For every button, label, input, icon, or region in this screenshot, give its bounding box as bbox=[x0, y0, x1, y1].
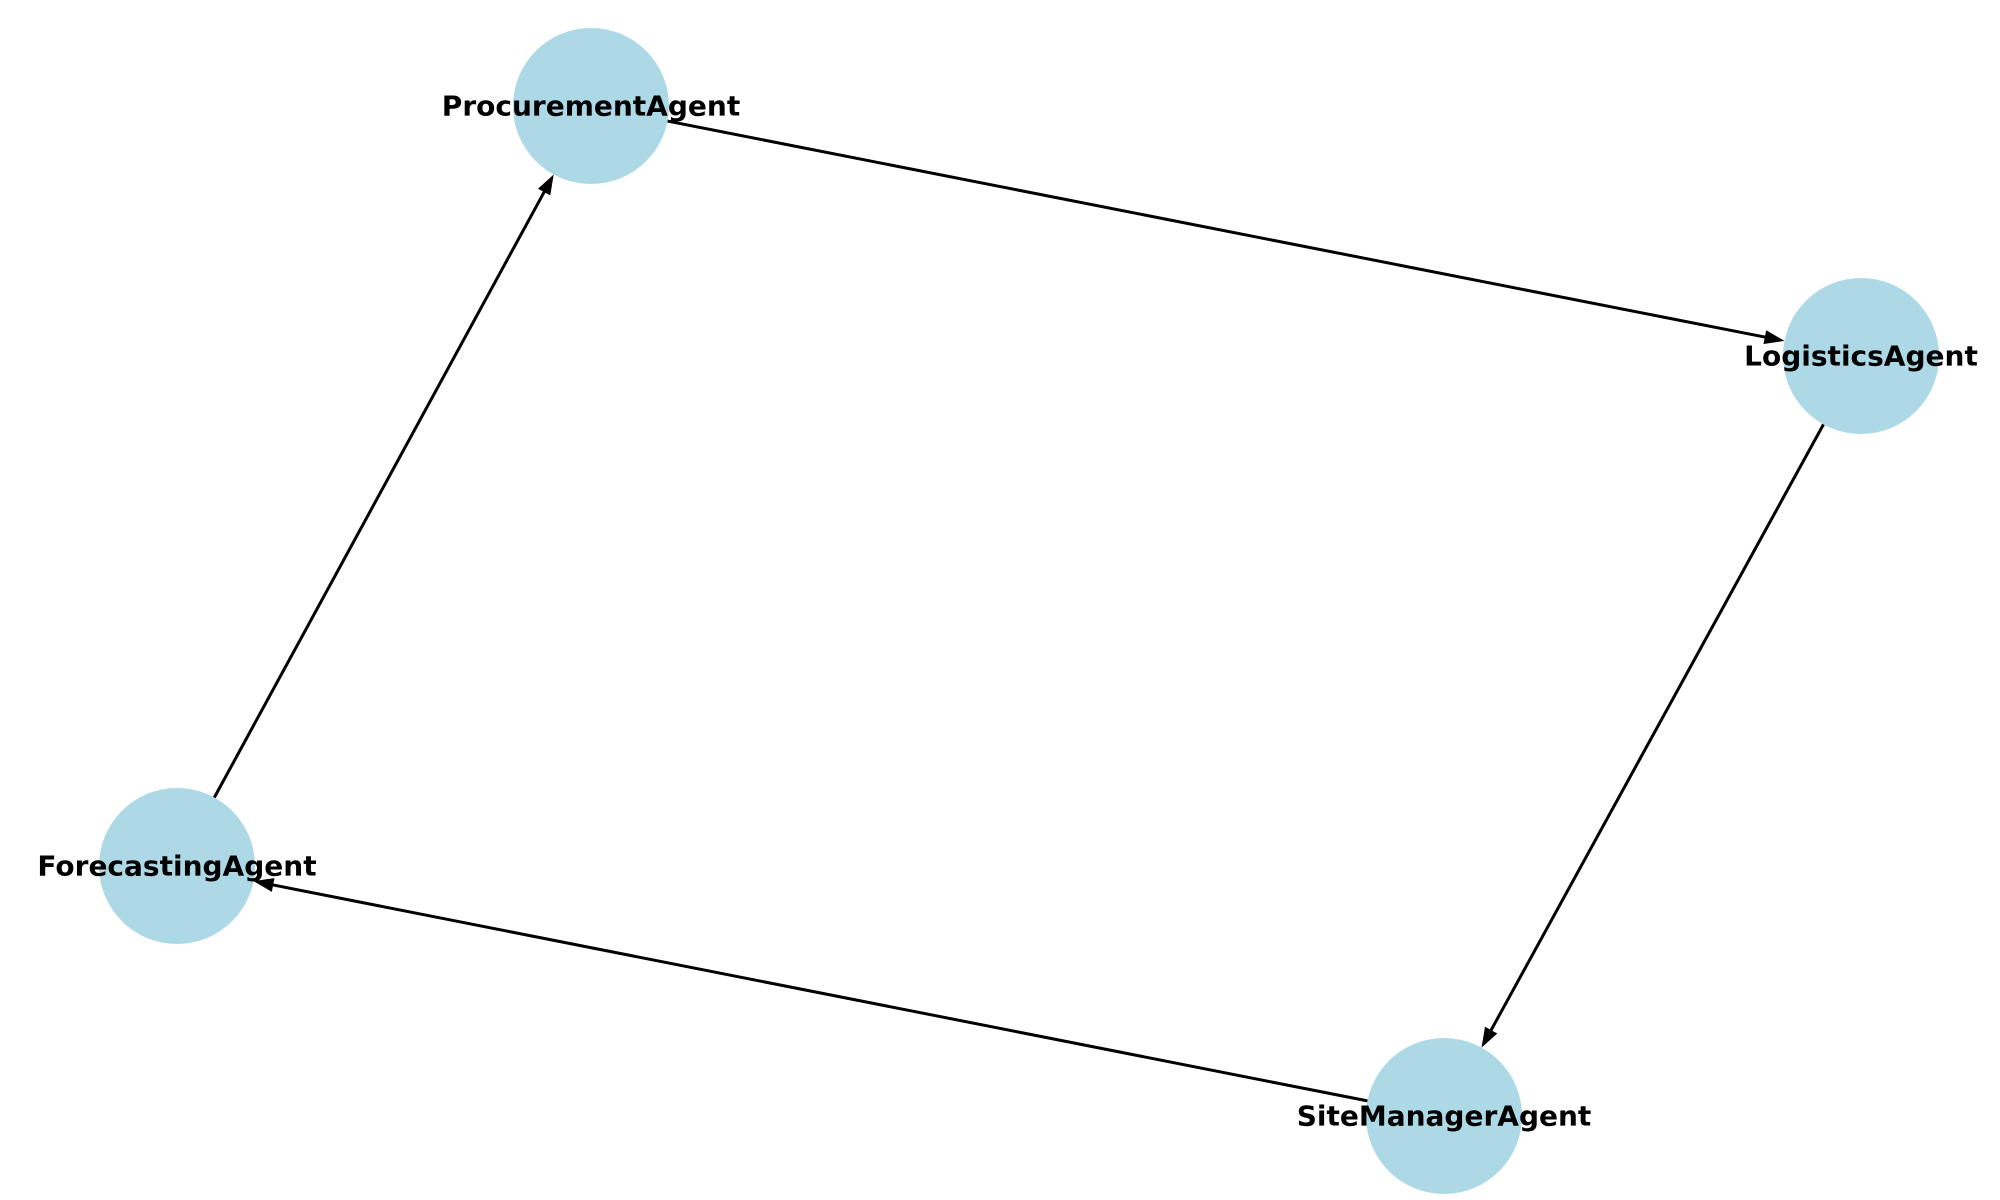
node-forecasting[interactable]: ForecastingAgent bbox=[37, 788, 317, 944]
edge-line bbox=[667, 119, 1768, 339]
node-procurement-circle bbox=[513, 28, 669, 184]
node-forecasting-label: ForecastingAgent bbox=[37, 850, 316, 883]
edge-forecasting-to-procurement bbox=[212, 174, 554, 799]
edge-line bbox=[1488, 423, 1825, 1033]
node-sitemanager-label: SiteManagerAgent bbox=[1297, 1100, 1592, 1133]
node-sitemanager-circle bbox=[1366, 1038, 1522, 1194]
edges-layer bbox=[212, 119, 1825, 1103]
edge-logistics-to-sitemanager bbox=[1481, 423, 1825, 1048]
node-sitemanager[interactable]: SiteManagerAgent bbox=[1297, 1038, 1592, 1194]
arrowhead-icon bbox=[253, 878, 275, 892]
node-procurement-label: ProcurementAgent bbox=[442, 90, 740, 123]
node-logistics-circle bbox=[1783, 278, 1939, 434]
arrowhead-icon bbox=[537, 174, 554, 196]
edge-line bbox=[270, 883, 1368, 1103]
arrowhead-icon bbox=[1763, 330, 1785, 344]
edge-line bbox=[212, 189, 547, 799]
node-procurement[interactable]: ProcurementAgent bbox=[442, 28, 740, 184]
edge-procurement-to-logistics bbox=[667, 119, 1785, 344]
arrowhead-icon bbox=[1481, 1026, 1498, 1048]
nodes-layer: ProcurementAgent LogisticsAgent SiteMana… bbox=[37, 28, 1978, 1194]
node-logistics[interactable]: LogisticsAgent bbox=[1744, 278, 1978, 434]
node-logistics-label: LogisticsAgent bbox=[1744, 340, 1978, 373]
edge-sitemanager-to-forecasting bbox=[253, 878, 1368, 1103]
node-forecasting-circle bbox=[99, 788, 255, 944]
